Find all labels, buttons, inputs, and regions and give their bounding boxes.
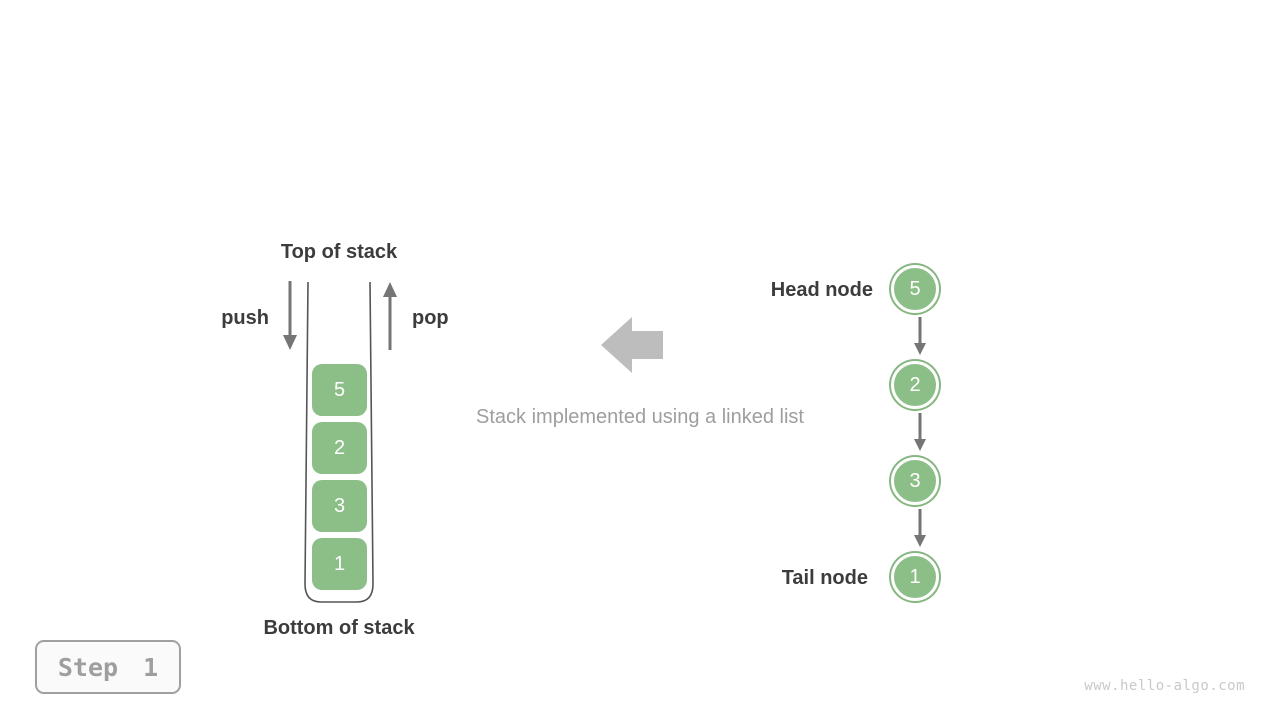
stack-item: 2 bbox=[312, 422, 367, 474]
diagram-caption: Stack implemented using a linked list bbox=[476, 406, 804, 428]
linked-list-node: 5 bbox=[891, 265, 939, 313]
pop-label: pop bbox=[412, 307, 449, 329]
linked-list-node: 3 bbox=[891, 457, 939, 505]
watermark-url: www.hello-algo.com bbox=[1084, 678, 1245, 694]
step-badge: Step 1 bbox=[35, 640, 181, 694]
linked-list-node: 1 bbox=[891, 553, 939, 601]
stack-item: 5 bbox=[312, 364, 367, 416]
left-block-arrow-icon bbox=[601, 317, 663, 373]
top-of-stack-label: Top of stack bbox=[280, 241, 398, 263]
stack-container-outline bbox=[304, 282, 374, 603]
bottom-of-stack-label: Bottom of stack bbox=[263, 617, 415, 639]
next-pointer-arrow-icon bbox=[914, 413, 926, 451]
linked-list-node: 2 bbox=[891, 361, 939, 409]
tail-node-label: Tail node bbox=[781, 567, 868, 589]
pop-arrow-icon bbox=[383, 282, 397, 350]
next-pointer-arrow-icon bbox=[914, 317, 926, 355]
push-label: push bbox=[221, 307, 269, 329]
head-node-label: Head node bbox=[770, 279, 873, 301]
next-pointer-arrow-icon bbox=[914, 509, 926, 547]
push-arrow-icon bbox=[283, 281, 297, 350]
stack-item: 1 bbox=[312, 538, 367, 590]
stack-item: 3 bbox=[312, 480, 367, 532]
